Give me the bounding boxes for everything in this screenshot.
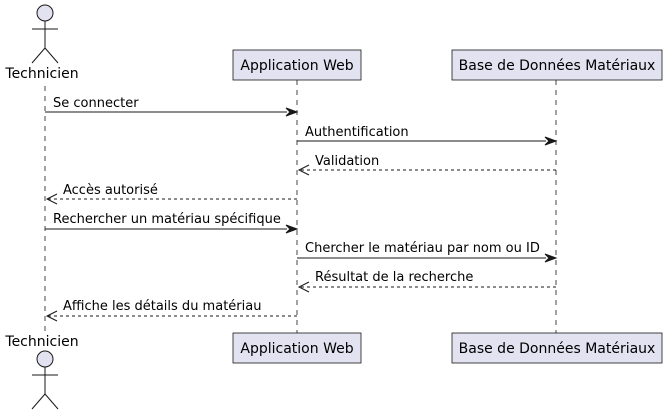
message-5: Rechercher un matériau spécifique	[45, 212, 299, 234]
actor-label-bottom: Technicien	[4, 334, 78, 350]
message-label: Accès autorisé	[63, 183, 158, 198]
arrowhead-icon	[45, 193, 58, 205]
message-label: Validation	[315, 154, 379, 169]
arrowhead-icon	[45, 310, 58, 322]
arrowhead-icon	[285, 107, 299, 117]
participant-box	[232, 49, 362, 81]
message-label: Authentification	[305, 125, 409, 140]
actor-label-top: Technicien	[4, 66, 78, 82]
participant-label-top: Base de Données Matériaux	[459, 58, 656, 74]
message-2: Authentification	[297, 125, 558, 146]
message-6: Chercher le matériau par nom ou ID	[297, 241, 558, 263]
participant-db-top: Base de Données Matériaux	[451, 49, 663, 81]
participant-app-top: Application Web	[232, 49, 362, 81]
message-label: Rechercher un matériau spécifique	[53, 212, 281, 227]
message-3: Validation	[297, 154, 556, 176]
message-8: Affiche les détails du matériau	[45, 299, 297, 322]
message-7: Résultat de la recherche	[297, 270, 556, 293]
arrowhead-icon	[544, 253, 558, 263]
participant-label-bottom: Application Web	[240, 341, 353, 357]
message-1: Se connecter	[45, 96, 299, 117]
participant-db-bottom: Base de Données Matériaux	[451, 332, 663, 364]
arrowhead-icon	[297, 281, 310, 293]
participant-box	[451, 49, 663, 81]
arrowhead-icon	[544, 136, 558, 146]
actor-head-icon	[36, 350, 54, 368]
actor-head-icon	[36, 4, 54, 22]
participant-label-top: Application Web	[240, 58, 353, 74]
message-label: Affiche les détails du matériau	[63, 299, 261, 314]
message-label: Se connecter	[53, 96, 139, 111]
arrowhead-icon	[297, 164, 310, 176]
participant-box	[451, 332, 663, 364]
actor-technicien-top: Technicien	[4, 4, 79, 82]
arrowhead-icon	[285, 224, 299, 234]
participant-box	[232, 332, 362, 364]
participant-label-bottom: Base de Données Matériaux	[459, 341, 656, 357]
message-4: Accès autorisé	[45, 183, 297, 205]
actor-technicien-bottom: Technicien	[4, 334, 79, 410]
message-label: Résultat de la recherche	[315, 270, 473, 285]
participant-app-bottom: Application Web	[232, 332, 362, 364]
message-label: Chercher le matériau par nom ou ID	[305, 241, 540, 256]
